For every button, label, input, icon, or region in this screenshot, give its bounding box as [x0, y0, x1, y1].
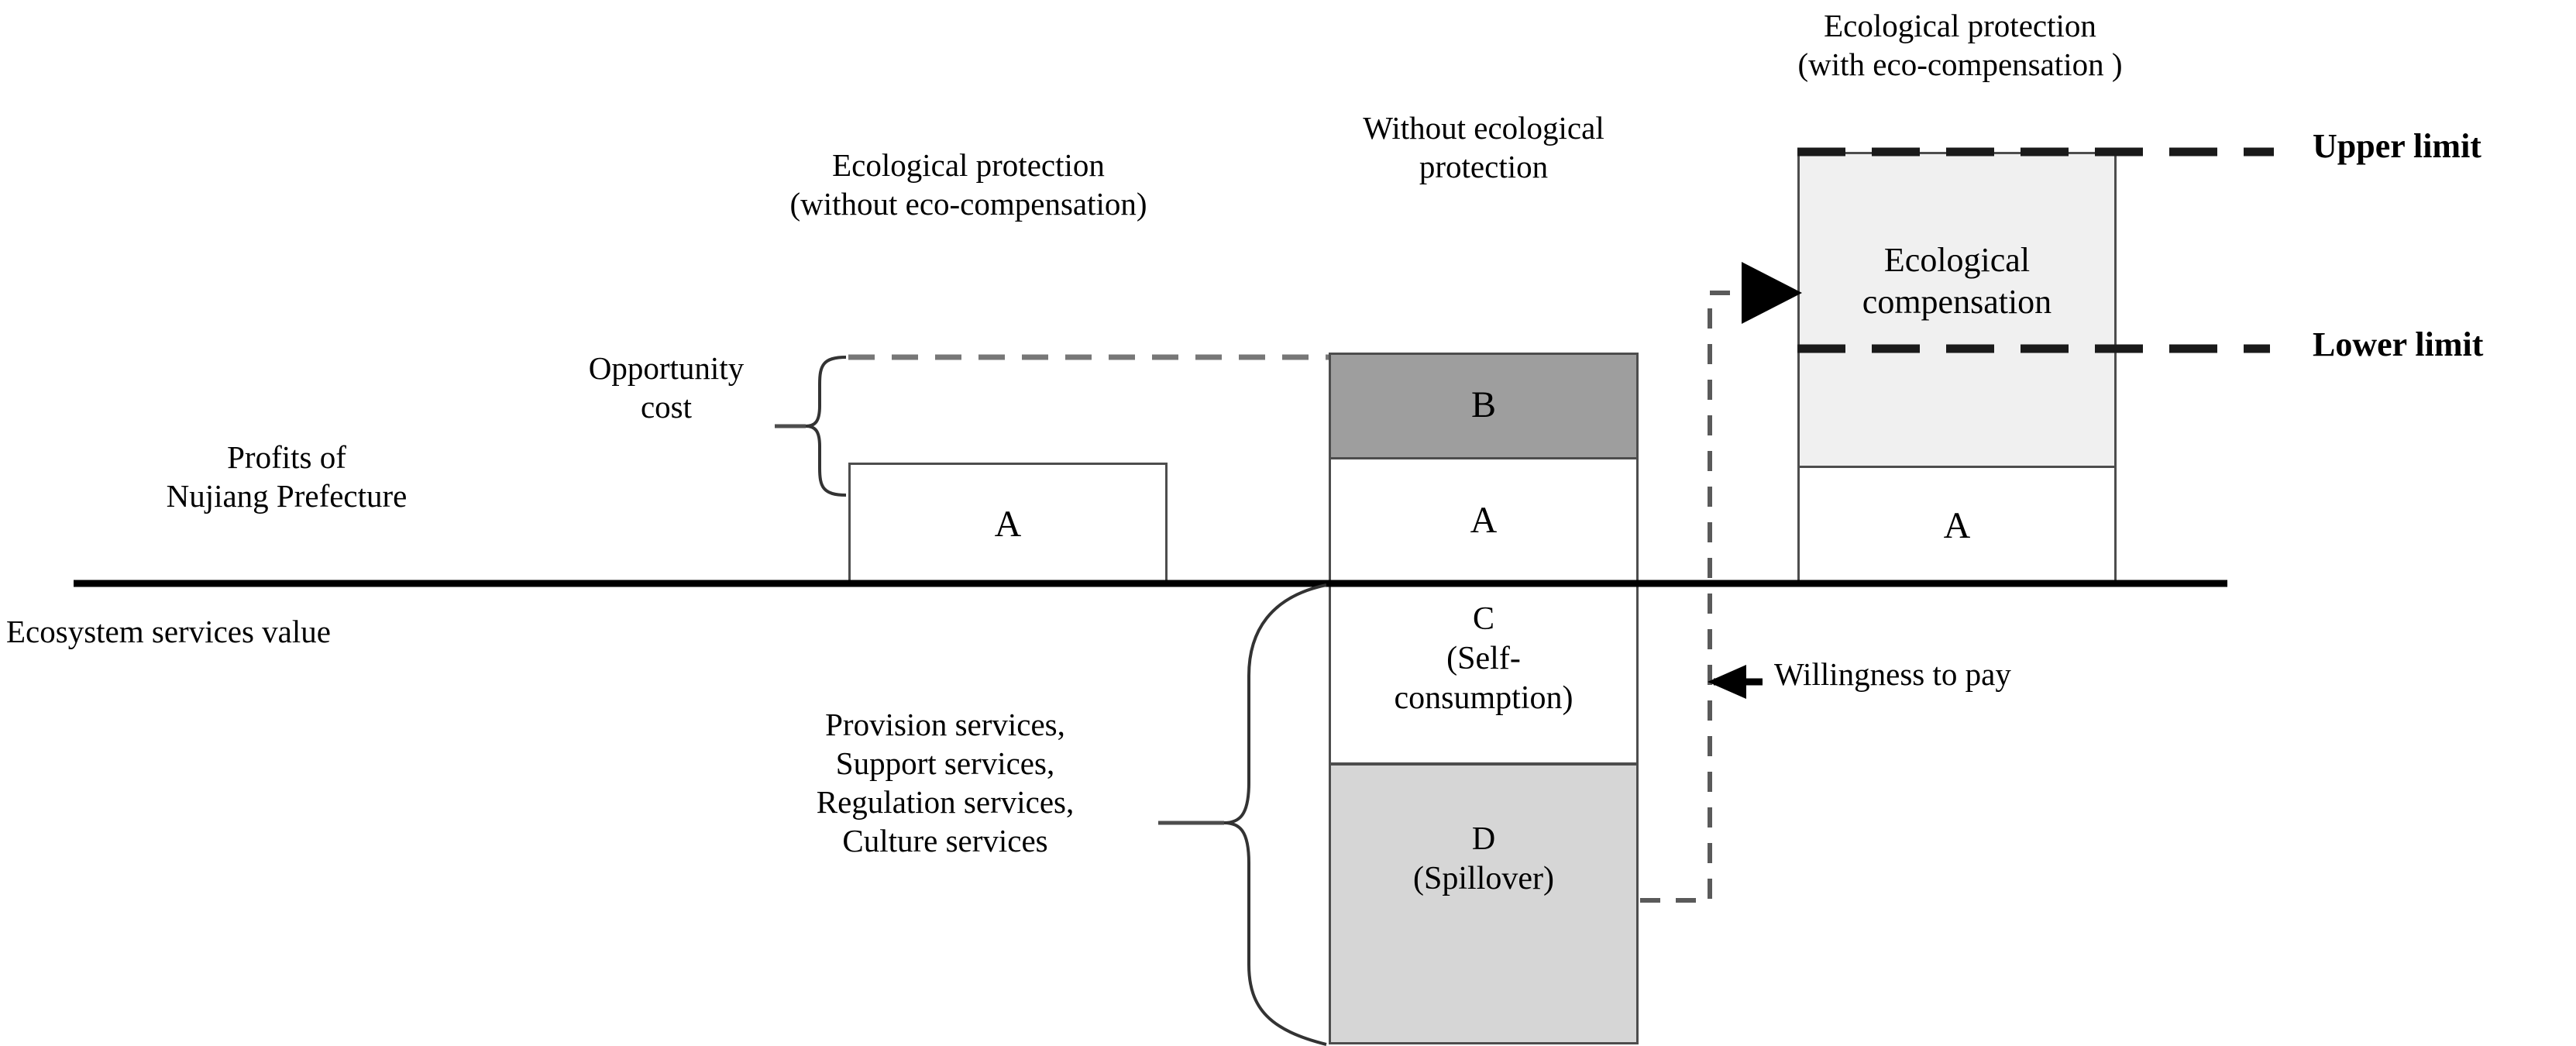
opportunity-cost-brace — [805, 356, 847, 497]
bar-block-a-scenario-2-label: A — [1470, 500, 1498, 541]
compensation-arrowhead-icon — [1742, 262, 1802, 324]
bar-block-a-scenario-2: A — [1329, 457, 1639, 586]
bar-block-b-scenario-2: B — [1329, 353, 1639, 459]
bar-block-a-scenario-3: A — [1797, 466, 2117, 586]
bar-block-a-scenario-3-label: A — [1943, 505, 1971, 546]
bar-block-a-scenario-1: A — [848, 463, 1168, 586]
label-lower-limit: Lower limit — [2313, 325, 2484, 363]
annotation-ecosystem-services-list: Provision services, Support services, Re… — [816, 707, 1075, 859]
willingness-to-pay-arrowhead-icon — [1708, 665, 1746, 699]
scenario-title-without-protection: Without ecological protection — [1363, 110, 1604, 185]
annotation-opportunity-cost: Opportunity cost — [588, 350, 745, 425]
bar-block-b-label: B — [1470, 384, 1496, 425]
axis-label-profits: Profits of Nujiang Prefecture — [166, 439, 408, 514]
scenario-title-with-eco-compensation: Ecological protection (with eco-compensa… — [1797, 8, 2123, 83]
annotation-willingness-to-pay: Willingness to pay — [1774, 656, 2011, 692]
bar-block-a-scenario-1-label: A — [994, 504, 1022, 545]
bar-block-c-label: C (Self- consumption) — [1394, 601, 1573, 717]
label-upper-limit: Upper limit — [2313, 127, 2481, 165]
bar-block-c-scenario-2: C (Self- consumption) — [1329, 583, 1639, 765]
bar-block-ecological-compensation: Ecological compensation — [1797, 152, 2117, 468]
bar-block-d-scenario-2: D (Spillover) — [1329, 763, 1639, 1044]
axis-label-ecosystem-services-value: Ecosystem services value — [6, 614, 331, 649]
bar-block-d-label: D (Spillover) — [1413, 821, 1554, 897]
scenario-title-without-eco-compensation: Ecological protection (without eco-compe… — [789, 147, 1147, 222]
willingness-to-pay-connector — [1640, 291, 1747, 903]
ecosystem-services-brace — [1223, 583, 1327, 1046]
bar-block-ecological-compensation-label: Ecological compensation — [1862, 241, 2052, 321]
